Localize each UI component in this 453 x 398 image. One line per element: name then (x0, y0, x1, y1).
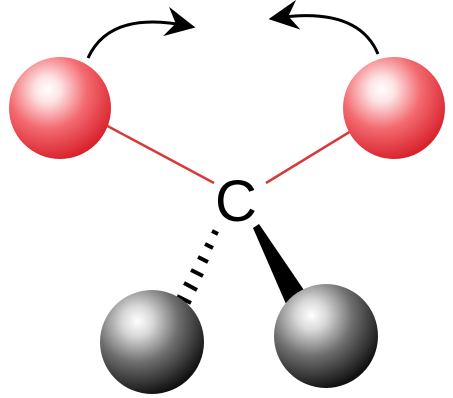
red-atom-left (9, 57, 111, 159)
dark-atom-right (274, 284, 378, 388)
right-rotation-arrow (268, 0, 380, 55)
red-atom-right (343, 57, 445, 159)
bond-right-red (265, 126, 357, 185)
left-rotation-arrow (86, 6, 196, 59)
carbon-label: C (215, 169, 257, 234)
dark-atom-left (100, 290, 204, 394)
bond-left-red (99, 120, 215, 185)
hashed-wedge-bond (176, 229, 219, 305)
solid-wedge-bond (253, 224, 308, 304)
